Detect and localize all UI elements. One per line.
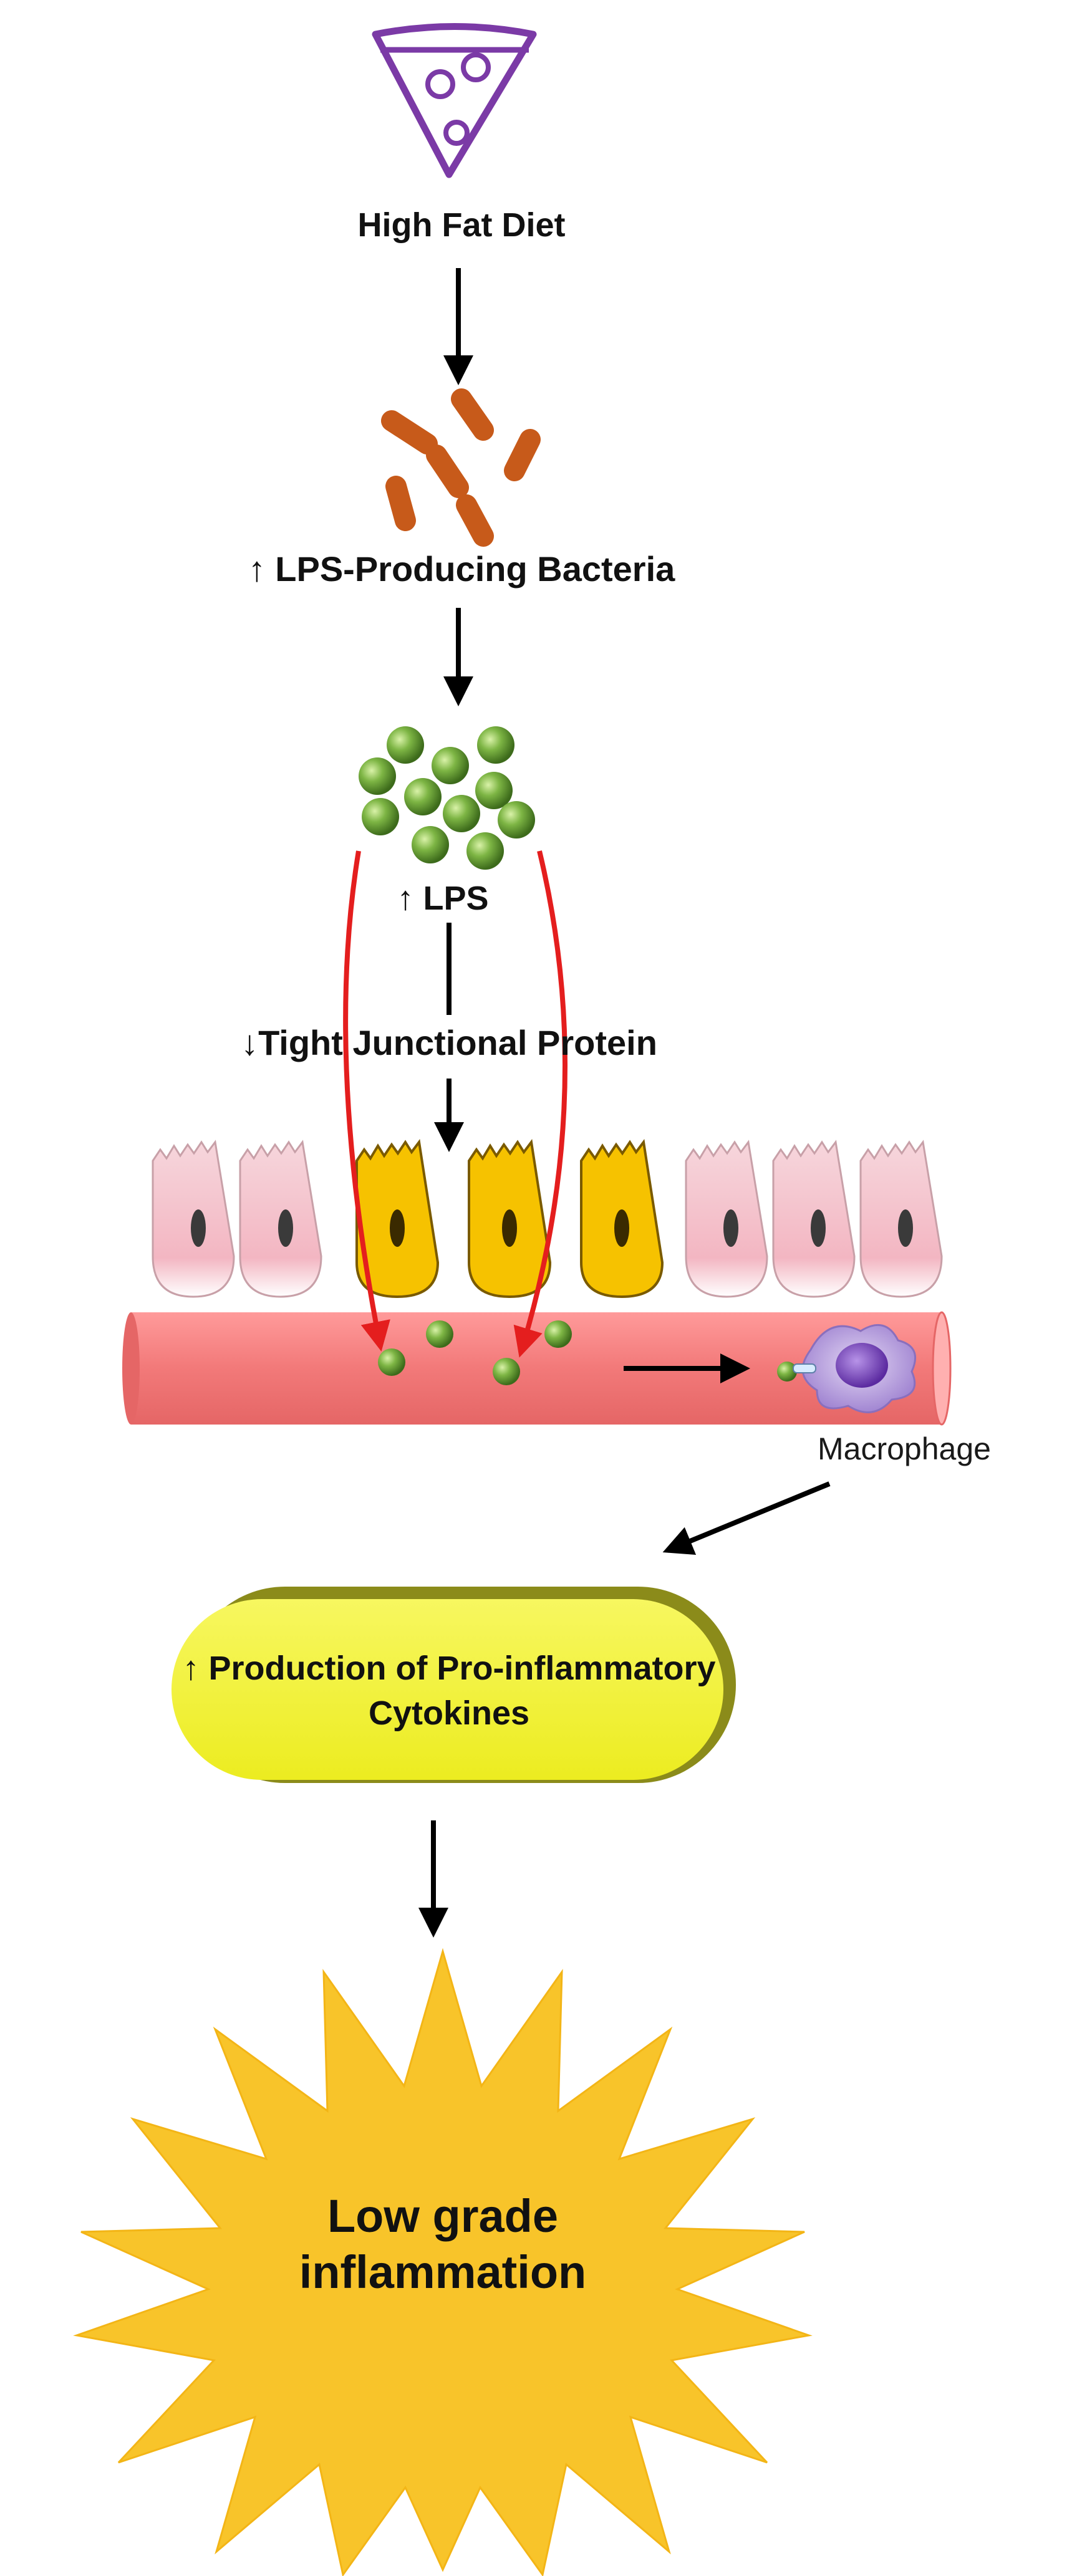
rod-bacteria-icon [381,388,541,547]
lps-particle-icon [359,726,535,870]
epithelial-cell-icon [685,1140,768,1298]
lps-particle [426,1320,453,1348]
epithelial-cell-layer [152,1139,943,1299]
epithelial-cell-icon [859,1140,943,1298]
lps-particle [544,1320,572,1348]
epithelial-cell-icon [152,1140,235,1298]
epithelial-cell-icon [355,1139,440,1299]
epithelial-cell-icon [772,1140,856,1298]
lps-particle [493,1358,520,1385]
label-high-fat-diet: High Fat Diet [357,206,566,244]
macrophage-icon [793,1324,917,1413]
cytokine-capsule [171,1587,736,1783]
lps-particle [378,1348,405,1376]
label-low-grade-inflammation: Low grade inflammation [299,2190,587,2298]
arrow-macrophage-to-cytokines [662,1481,831,1555]
label-tight-junctional-protein: ↓Tight Junctional Protein [241,1023,657,1062]
epithelial-cell-icon [239,1140,322,1298]
lps-particles-in-vessel [378,1320,797,1385]
label-pro-inflammatory-cytokines: ↑ Production of Pro-inflammatory Cytokin… [182,1650,716,1732]
red-arrow-right [513,850,567,1358]
label-lps: ↑ LPS [397,880,489,917]
label-lps-producing-bacteria: ↑ LPS-Producing Bacteria [248,549,675,589]
epithelial-cell-icon [580,1139,664,1299]
lps-particle [777,1362,797,1382]
red-arrow-left [343,850,390,1352]
pizza-slice-icon [372,23,537,178]
starburst-icon [73,1948,813,2576]
epithelial-cell-icon [468,1139,552,1299]
label-macrophage: Macrophage [818,1431,991,1466]
